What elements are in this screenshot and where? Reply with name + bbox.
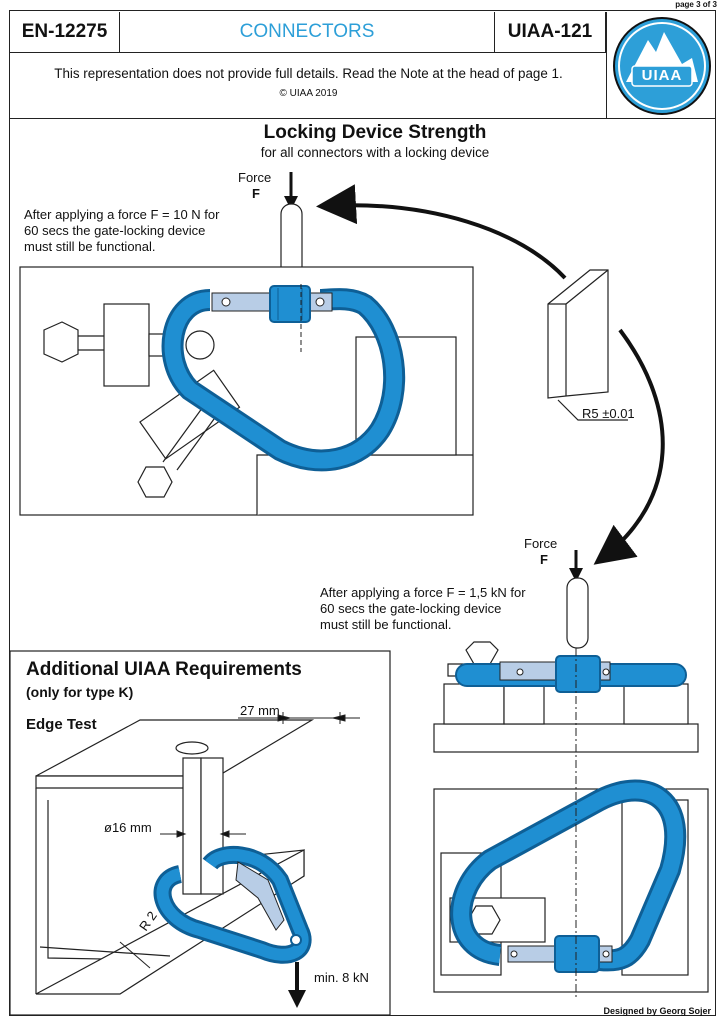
logo-divider xyxy=(606,12,607,118)
min-force-label: min. 8 kN xyxy=(314,970,369,985)
designer-credit: Designed by Georg Sojer xyxy=(603,1006,711,1016)
dim-width-label: 27 mm xyxy=(240,703,280,718)
copyright: © UIAA 2019 xyxy=(279,88,338,99)
carabiner-top-view xyxy=(450,779,687,973)
carabiner-top xyxy=(161,284,406,472)
note-top-line-2: 60 secs the gate-locking device xyxy=(24,223,206,238)
note-bottom-line-3: must still be functional. xyxy=(320,617,452,632)
edge-test-title: Edge Test xyxy=(26,716,97,733)
force-symbol-bottom: F xyxy=(540,552,548,567)
notice-divider xyxy=(10,118,716,119)
standard-code-uiaa: UIAA-121 xyxy=(495,12,606,52)
logo-text: UIAA xyxy=(641,67,683,84)
carabiner-side-view xyxy=(455,655,687,693)
note-top-line-1: After applying a force F = 10 N for xyxy=(24,207,220,222)
header-divider xyxy=(10,52,607,53)
page-number: page 3 of 3 xyxy=(675,0,717,9)
page-title: CONNECTORS xyxy=(120,12,495,52)
force-symbol-top: F xyxy=(252,186,260,201)
loading-edge-block xyxy=(547,269,628,421)
radius-label: R5 ±0.01 xyxy=(582,406,635,421)
force-arrow-edge xyxy=(288,962,306,1008)
dimension-16mm xyxy=(160,830,246,838)
locking-title: Locking Device Strength xyxy=(263,122,487,143)
force-word-top: Force xyxy=(238,170,272,185)
force-arrow-bottom xyxy=(569,550,583,582)
dim-diameter-label: ø16 mm xyxy=(104,820,152,835)
locking-subtitle: for all connectors with a locking device xyxy=(260,145,490,160)
note-bottom-line-2: 60 secs the gate-locking device xyxy=(320,601,502,616)
force-word-bottom: Force xyxy=(524,536,558,551)
note-top-line-3: must still be functional. xyxy=(24,239,156,254)
load-pin-bottom xyxy=(566,577,589,649)
note-bottom-line-1: After applying a force F = 1,5 kN for xyxy=(320,585,526,600)
edge-test-carabiner xyxy=(153,845,312,964)
curve-arrow-upper xyxy=(316,184,567,280)
force-arrow-top xyxy=(284,172,298,210)
dimension-r2-leader xyxy=(119,941,151,969)
disclaimer-note: This representation does not provide ful… xyxy=(54,66,563,81)
curve-arrow-lower xyxy=(593,328,665,565)
additional-panel xyxy=(9,650,391,1016)
additional-subtitle: (only for type K) xyxy=(26,684,134,700)
standard-code-en: EN-12275 xyxy=(10,12,120,52)
dimension-27mm xyxy=(238,712,360,724)
additional-title: Additional UIAA Requirements xyxy=(26,659,302,680)
